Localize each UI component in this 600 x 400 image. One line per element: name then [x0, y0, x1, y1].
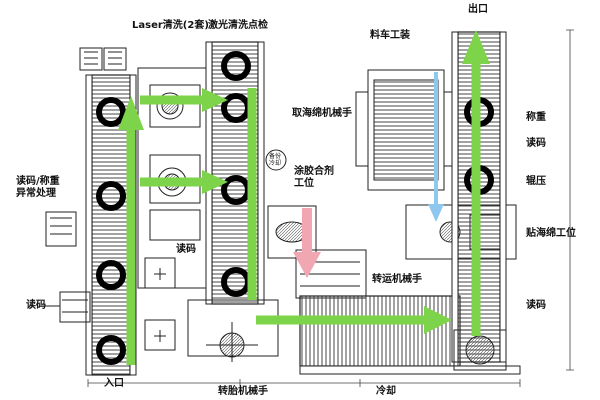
label-read-code-mid: 读码 [176, 244, 196, 255]
top-left-stands [79, 47, 127, 71]
label-sponge-station: 贴海绵工位 [526, 228, 576, 239]
flow-arrow-blue [428, 72, 444, 222]
label-press: 辊压 [526, 176, 546, 187]
tire [96, 97, 126, 365]
outfeed-end-box [453, 329, 507, 371]
weigh-station [40, 211, 91, 323]
label-read-code-right: 读码 [526, 138, 546, 149]
backup-cooling-marker [265, 149, 287, 171]
label-inlet: 入口 [104, 378, 124, 389]
material-cart [355, 69, 457, 191]
flow-arrow-pink [293, 208, 321, 278]
label-backup-cooling: 备份 冷却 [269, 153, 282, 167]
label-laser-inspect: 激光清洗点检 [208, 20, 268, 31]
label-cooling: 冷却 [376, 386, 396, 397]
label-weigh: 称重 [526, 112, 546, 123]
label-material-cart: 料车工装 [370, 30, 410, 41]
label-read-code-right-lower: 读码 [526, 300, 546, 311]
flow-arrows-green [118, 30, 490, 365]
label-tire-robot: 转胎机械手 [218, 386, 268, 397]
label-sponge-pick-robot: 取海绵机械手 [292, 108, 352, 119]
label-read-code-left: 读码 [26, 300, 46, 311]
dimension-lines [87, 29, 574, 387]
label-laser-clean: Laser清洗(2套) [132, 20, 209, 31]
label-glue-station: 涂胶合剂 工位 [294, 166, 334, 189]
label-read-weigh-exception: 读码/称重 异常处理 [16, 176, 60, 199]
label-outlet: 出口 [468, 4, 488, 15]
label-transfer-robot: 转运机械手 [372, 274, 422, 285]
tire-transfer-robot [187, 299, 279, 362]
glue-station [267, 205, 367, 299]
